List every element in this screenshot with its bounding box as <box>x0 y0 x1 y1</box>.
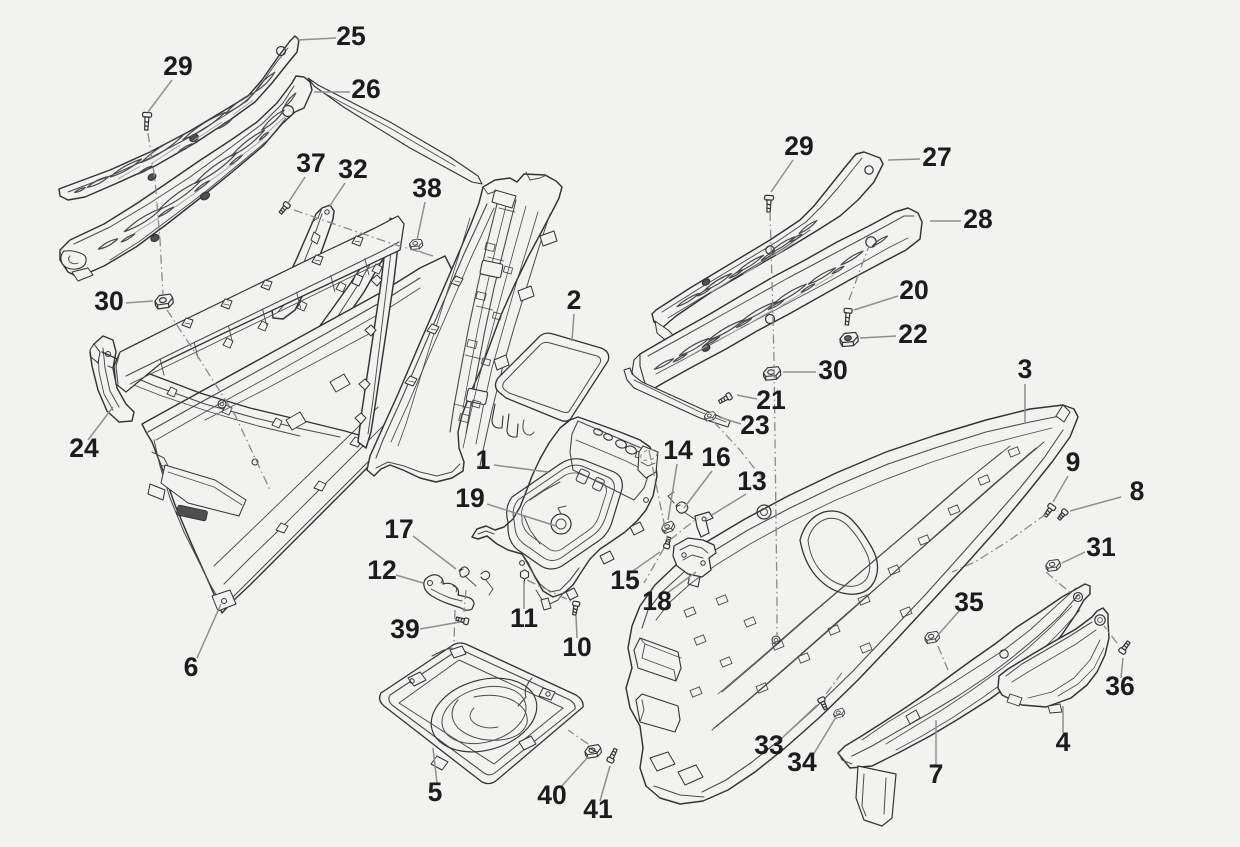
svg-text:9: 9 <box>1066 447 1081 477</box>
svg-text:20: 20 <box>899 275 928 305</box>
svg-text:16: 16 <box>701 442 730 472</box>
svg-text:41: 41 <box>583 794 612 824</box>
svg-text:18: 18 <box>642 586 671 616</box>
svg-text:38: 38 <box>412 173 441 203</box>
svg-text:14: 14 <box>663 435 693 465</box>
svg-text:22: 22 <box>898 319 927 349</box>
svg-text:33: 33 <box>754 730 783 760</box>
svg-text:6: 6 <box>184 652 199 682</box>
svg-text:34: 34 <box>787 747 817 777</box>
svg-text:31: 31 <box>1086 532 1115 562</box>
svg-text:35: 35 <box>954 587 983 617</box>
svg-text:1: 1 <box>476 445 491 475</box>
svg-text:29: 29 <box>163 51 192 81</box>
svg-text:28: 28 <box>963 204 992 234</box>
svg-text:10: 10 <box>562 632 591 662</box>
svg-text:5: 5 <box>428 777 443 807</box>
svg-text:12: 12 <box>367 555 396 585</box>
svg-text:36: 36 <box>1105 671 1134 701</box>
svg-text:24: 24 <box>69 433 99 463</box>
svg-text:21: 21 <box>756 385 785 415</box>
svg-text:15: 15 <box>610 565 639 595</box>
svg-text:29: 29 <box>784 131 813 161</box>
svg-text:32: 32 <box>338 154 367 184</box>
svg-text:7: 7 <box>929 759 944 789</box>
svg-text:11: 11 <box>510 603 538 633</box>
svg-text:13: 13 <box>737 466 766 496</box>
svg-text:23: 23 <box>740 410 769 440</box>
svg-text:30: 30 <box>818 355 847 385</box>
svg-text:40: 40 <box>537 780 566 810</box>
svg-text:3: 3 <box>1018 354 1033 384</box>
svg-text:25: 25 <box>336 21 365 51</box>
svg-text:4: 4 <box>1056 727 1071 757</box>
svg-text:2: 2 <box>567 285 582 315</box>
svg-text:30: 30 <box>94 286 123 316</box>
svg-text:39: 39 <box>390 614 419 644</box>
svg-text:17: 17 <box>384 514 413 544</box>
svg-text:19: 19 <box>455 483 484 513</box>
svg-text:37: 37 <box>296 148 325 178</box>
svg-text:26: 26 <box>351 74 380 104</box>
svg-text:8: 8 <box>1130 476 1145 506</box>
svg-text:27: 27 <box>922 142 951 172</box>
